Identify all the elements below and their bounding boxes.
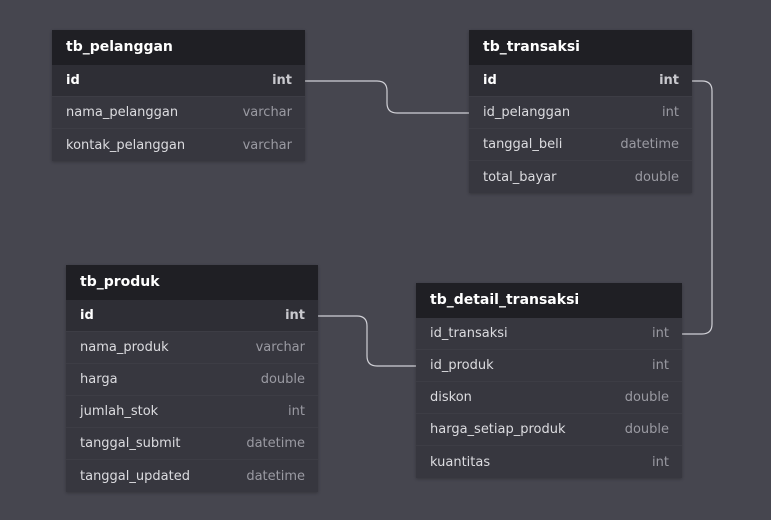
field-row[interactable]: id_pelanggan int <box>469 97 692 129</box>
field-type: double <box>634 169 679 185</box>
field-row[interactable]: tanggal_beli datetime <box>469 129 692 161</box>
field-type: int <box>652 326 669 341</box>
field-type: varchar <box>255 340 305 355</box>
relation-line <box>318 315 416 367</box>
field-type: double <box>624 390 669 405</box>
field-row[interactable]: id_transaksi int <box>416 318 682 350</box>
relation-line <box>305 80 469 114</box>
field-row[interactable]: tanggal_updated datetime <box>66 460 318 492</box>
field-row[interactable]: nama_produk varchar <box>66 332 318 364</box>
table-header[interactable]: tb_produk <box>66 265 318 300</box>
table-tb-detail-transaksi[interactable]: tb_detail_transaksi id_transaksi int id_… <box>416 283 682 478</box>
table-tb-produk[interactable]: tb_produk id int nama_produk varchar har… <box>66 265 318 492</box>
field-type: int <box>272 73 292 88</box>
field-name: kontak_pelanggan <box>66 137 186 153</box>
field-name: tanggal_updated <box>80 468 190 484</box>
field-row[interactable]: harga_setiap_produk double <box>416 414 682 446</box>
field-row[interactable]: kuantitas int <box>416 446 682 478</box>
field-name: id <box>483 73 497 88</box>
field-name: id_transaksi <box>430 326 508 341</box>
field-name: id <box>66 73 80 88</box>
field-name: diskon <box>430 390 472 405</box>
field-type: int <box>288 404 305 419</box>
field-name: total_bayar <box>483 169 557 185</box>
field-row[interactable]: id int <box>469 65 692 97</box>
field-name: tanggal_beli <box>483 137 563 152</box>
table-header[interactable]: tb_pelanggan <box>52 30 305 65</box>
field-type: double <box>260 372 305 387</box>
field-row[interactable]: id int <box>66 300 318 332</box>
field-type: int <box>652 358 669 373</box>
field-type: varchar <box>242 137 292 153</box>
field-name: nama_pelanggan <box>66 105 179 120</box>
field-type: datetime <box>246 468 305 484</box>
table-tb-pelanggan[interactable]: tb_pelanggan id int nama_pelanggan varch… <box>52 30 305 161</box>
field-name: tanggal_submit <box>80 436 181 451</box>
table-header[interactable]: tb_detail_transaksi <box>416 283 682 318</box>
field-type: int <box>285 308 305 323</box>
field-name: id_pelanggan <box>483 105 571 120</box>
field-name: harga <box>80 372 118 387</box>
field-row[interactable]: jumlah_stok int <box>66 396 318 428</box>
field-name: id <box>80 308 94 323</box>
field-type: int <box>652 454 669 470</box>
field-row[interactable]: kontak_pelanggan varchar <box>52 129 305 161</box>
field-name: id_produk <box>430 358 494 373</box>
field-type: varchar <box>242 105 292 120</box>
field-row[interactable]: total_bayar double <box>469 161 692 193</box>
table-header[interactable]: tb_transaksi <box>469 30 692 65</box>
field-type: int <box>662 105 679 120</box>
field-row[interactable]: nama_pelanggan varchar <box>52 97 305 129</box>
field-row[interactable]: id_produk int <box>416 350 682 382</box>
field-type: datetime <box>246 436 305 451</box>
field-row[interactable]: harga double <box>66 364 318 396</box>
field-type: double <box>624 422 669 437</box>
field-name: nama_produk <box>80 340 169 355</box>
field-row[interactable]: id int <box>52 65 305 97</box>
field-row[interactable]: tanggal_submit datetime <box>66 428 318 460</box>
field-name: harga_setiap_produk <box>430 422 566 437</box>
field-name: jumlah_stok <box>80 404 159 419</box>
field-type: int <box>659 73 679 88</box>
field-name: kuantitas <box>430 454 491 470</box>
field-type: datetime <box>620 137 679 152</box>
field-row[interactable]: diskon double <box>416 382 682 414</box>
table-tb-transaksi[interactable]: tb_transaksi id int id_pelanggan int tan… <box>469 30 692 193</box>
